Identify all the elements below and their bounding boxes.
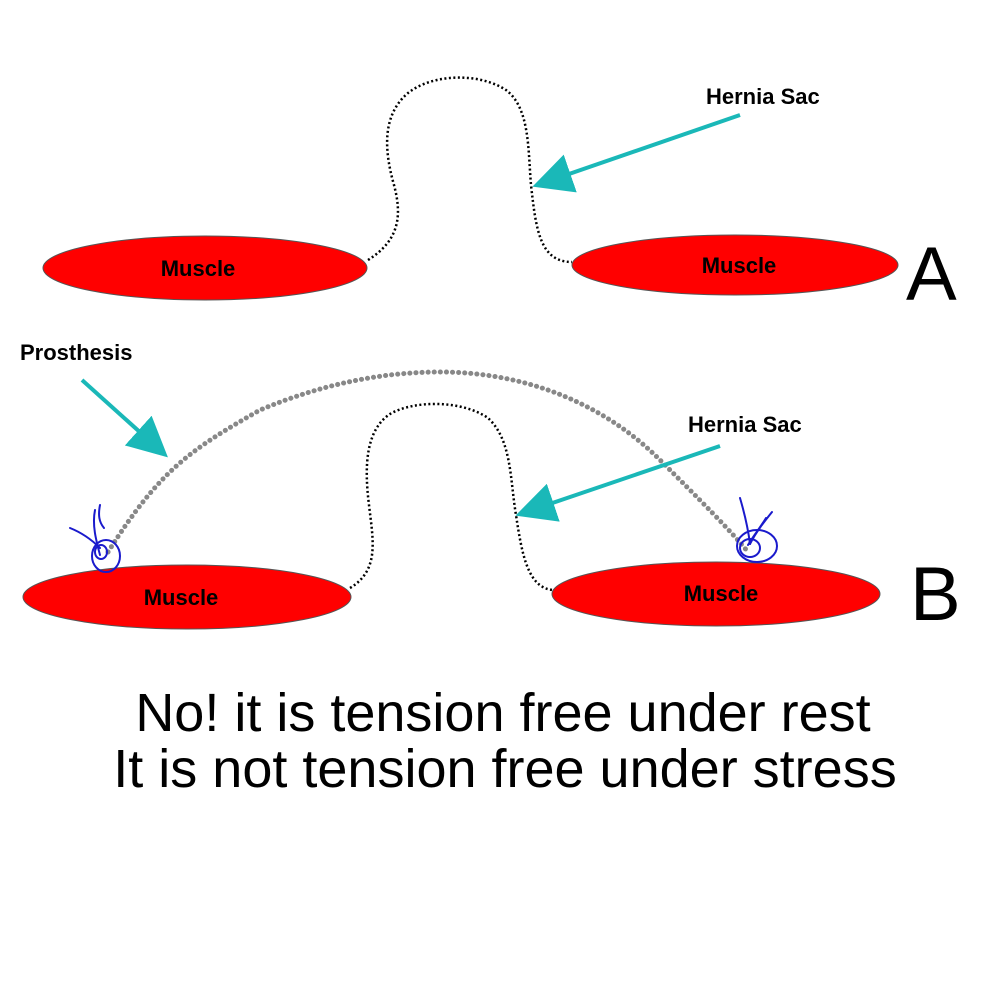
muscle-right-a-label: Muscle [702, 253, 777, 278]
muscle-left-b-label: Muscle [144, 585, 219, 610]
suture-left-icon [69, 504, 121, 573]
prosthesis-label: Prosthesis [20, 340, 133, 365]
suture-right-icon [736, 497, 778, 563]
panel-a: Muscle Muscle Hernia Sac A [42, 76, 957, 317]
caption-line-1: No! it is tension free under rest [135, 683, 870, 743]
caption-line-2: It is not tension free under stress [113, 739, 896, 799]
hernia-sac-b-arrow [515, 444, 721, 522]
hernia-sac-b-label: Hernia Sac [688, 412, 802, 437]
hernia-sac-b [349, 402, 554, 592]
muscle-right-b-label: Muscle [684, 581, 759, 606]
panel-b-letter: B [910, 552, 961, 637]
panel-a-letter: A [906, 232, 957, 317]
muscle-left-a-label: Muscle [161, 256, 236, 281]
hernia-sac-a [367, 76, 573, 264]
hernia-sac-a-label: Hernia Sac [706, 84, 820, 109]
muscle-left-b [22, 564, 352, 630]
prosthesis-mesh [105, 369, 751, 555]
muscle-left-a [42, 235, 368, 301]
muscle-right-a [571, 234, 899, 296]
muscle-right-b [551, 561, 881, 627]
hernia-sac-a-arrow [532, 113, 741, 193]
panel-b: Muscle Muscle Hernia Sac Prosthesis B [20, 340, 961, 637]
prosthesis-arrow [80, 378, 168, 458]
